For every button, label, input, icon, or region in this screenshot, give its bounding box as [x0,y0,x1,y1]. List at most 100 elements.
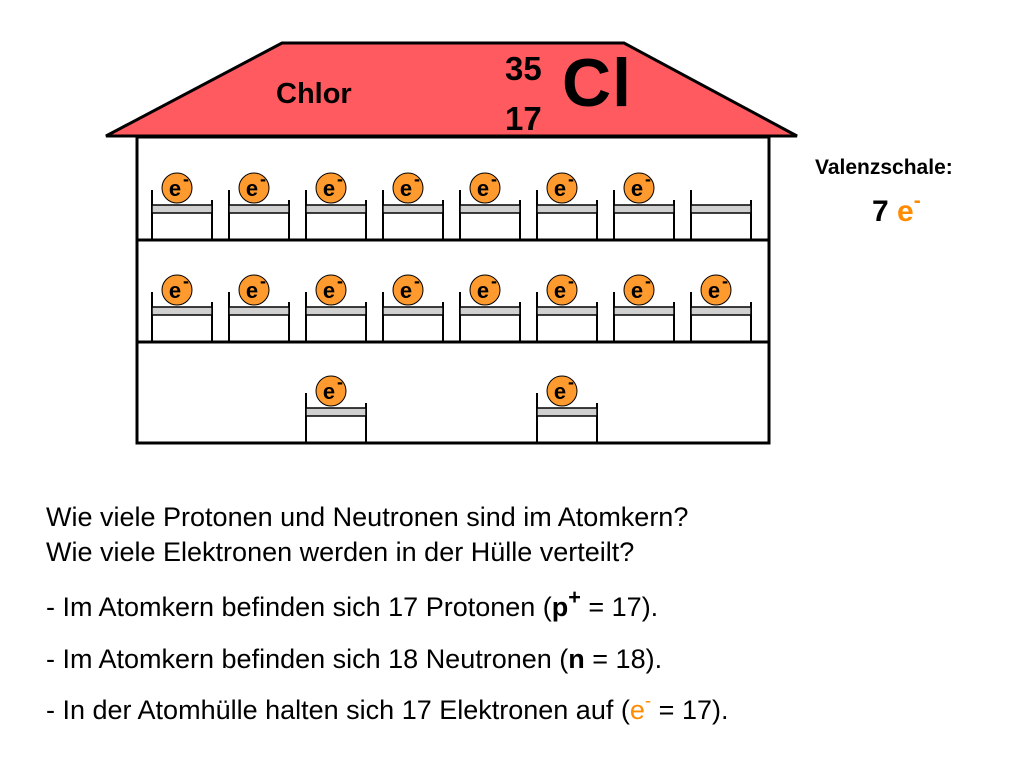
electron: e- [161,169,193,204]
bed-mattress [305,407,367,417]
electron: e- [546,372,578,407]
valence-unit-charge: - [913,189,921,213]
valence-electron-count: 7 e- [872,190,921,229]
electron: e- [700,271,732,306]
electron-label: e [631,278,643,303]
electron-label: e [554,278,566,303]
electron-circle [392,274,424,306]
roof [105,41,798,138]
electron-charge: - [491,169,497,189]
mass-number: 35 [505,50,542,87]
bed-mattress [536,204,598,214]
electron-label: e [400,278,412,303]
electron-charge: - [568,372,574,392]
electron-charge: - [414,169,420,189]
bed [305,190,367,240]
bed-mattress [536,407,598,417]
answer-protons-symbol: p [551,592,569,622]
electron: e- [546,169,578,204]
beds-layer: e-e-e-e-e-e-e-e-e-e-e-e-e-e-e-e-e- [151,169,752,443]
electron-label: e [169,278,181,303]
bed-mattress [613,204,675,214]
answer-neutrons-symbol: n [568,644,585,674]
bed [305,393,367,443]
bed [690,292,752,342]
electron-circle [238,172,270,204]
bed [690,190,752,240]
electron-circle [161,172,193,204]
answer-neutrons: - Im Atomkern befinden sich 18 Neutronen… [46,644,662,675]
electron: e- [623,169,655,204]
bed-mattress [228,306,290,316]
question-1: Wie viele Protonen und Neutronen sind im… [46,502,689,532]
bed [536,190,598,240]
electron-label: e [246,278,258,303]
answer-protons-value: = 17). [580,592,659,622]
answer-electrons: - In der Atomhülle halten sich 17 Elektr… [46,692,728,726]
electron-circle [315,274,347,306]
electron-label: e [246,176,258,201]
electron: e- [469,271,501,306]
bed [228,292,290,342]
bed-mattress [151,306,213,316]
electron-charge: - [414,271,420,291]
bed-mattress [690,306,752,316]
bed-mattress [305,204,367,214]
electron-circle [392,172,424,204]
electron-charge: - [260,169,266,189]
electron-label: e [323,379,335,404]
electron: e- [315,271,347,306]
electron: e- [623,271,655,306]
electron-circle [469,274,501,306]
electron-circle [546,375,578,407]
bed-mattress [536,306,598,316]
answer-protons-charge: + [568,584,581,610]
electron-charge: - [645,271,651,291]
electron-label: e [554,176,566,201]
electron-circle [623,172,655,204]
bed [613,190,675,240]
electron-charge: - [722,271,728,291]
bed-mattress [382,306,444,316]
electron-circle [546,274,578,306]
electron-charge: - [337,271,343,291]
electron-label: e [323,176,335,201]
electron-charge: - [260,271,266,291]
bed-mattress [228,204,290,214]
answer-neutrons-prefix: - Im Atomkern befinden sich 18 Neutronen… [46,644,569,674]
valence-count: 7 [872,195,889,228]
electron-label: e [477,176,489,201]
bed-mattress [151,204,213,214]
electron-charge: - [568,271,574,291]
bed [151,292,213,342]
electron-charge: - [183,169,189,189]
electron-label: e [400,176,412,201]
electron: e- [161,271,193,306]
element-name: Chlor [276,78,352,110]
electron-label: e [169,176,181,201]
valence-shell-label: Valenzschale: [815,156,953,179]
bed [382,292,444,342]
electron-label: e [631,176,643,201]
electron-circle [315,172,347,204]
electron-label: e [477,278,489,303]
electron: e- [238,271,270,306]
bed [459,190,521,240]
electron-circle [315,375,347,407]
electron-charge: - [183,271,189,291]
question-2: Wie viele Elektronen werden in der Hülle… [46,537,635,567]
answer-protons-prefix: - Im Atomkern befinden sich 17 Protonen … [46,592,552,622]
electron: e- [315,372,347,407]
bed [613,292,675,342]
electron: e- [392,169,424,204]
valence-unit-symbol: e [897,195,914,228]
bed [536,292,598,342]
answer-neutrons-value: = 18). [584,644,663,674]
answer-electrons-prefix: - In der Atomhülle halten sich 17 Elektr… [46,695,630,725]
house-body [135,135,771,445]
electron-circle [700,274,732,306]
electron: e- [469,169,501,204]
atomic-number: 17 [505,100,542,137]
bed [305,292,367,342]
